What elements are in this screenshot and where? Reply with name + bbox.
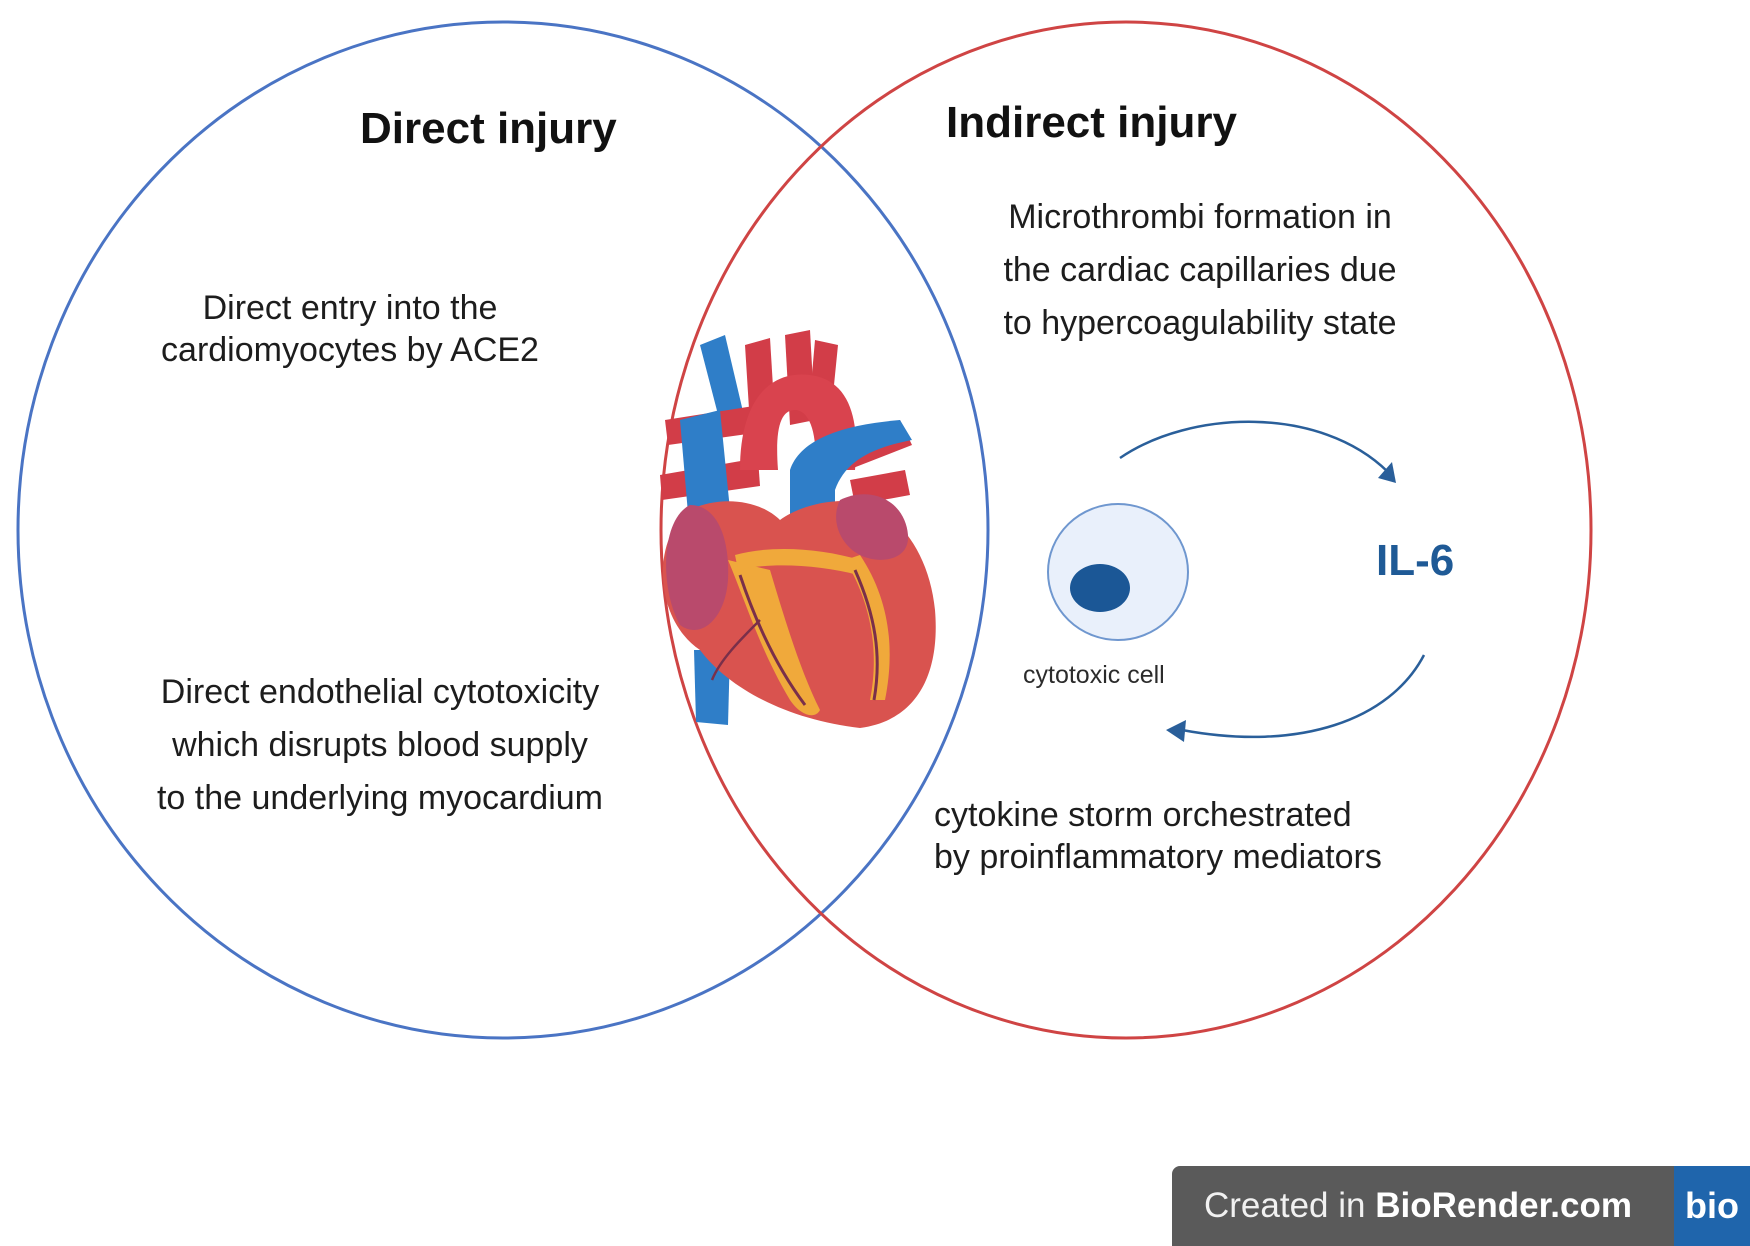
- biorender-badge[interactable]: Created in BioRender.com bio: [1172, 1166, 1750, 1246]
- direct-injury-circle: [16, 20, 990, 1040]
- biorender-badge-text: Created in BioRender.com: [1172, 1186, 1674, 1226]
- microthrombi-line: Microthrombi formation in: [1008, 198, 1392, 236]
- cycle-arrow-top: [1119, 420, 1389, 473]
- indirect-injury-circle: [659, 20, 1593, 1040]
- endothelial-line: Direct endothelial cytotoxicity: [160, 673, 600, 711]
- ace2-entry-text: Direct entry into the cardiomyocytes by …: [145, 287, 555, 371]
- endothelial-line: to the underlying myocardium: [156, 779, 603, 817]
- cytokine-line: cytokine storm orchestrated: [934, 796, 1352, 834]
- microthrombi-line: the cardiac capillaries due: [1003, 251, 1397, 289]
- endothelial-cytotoxicity-text: Direct endothelial cytotoxicity which di…: [115, 666, 645, 825]
- indirect-injury-heading: Indirect injury: [946, 98, 1237, 147]
- endothelial-line: which disrupts blood supply: [172, 726, 588, 764]
- cytotoxic-cell-label: cytotoxic cell: [1023, 661, 1165, 689]
- created-in-text: Created in: [1204, 1186, 1376, 1225]
- il6-label: IL-6: [1376, 536, 1455, 585]
- heart-icon: [660, 330, 936, 728]
- biorender-brand: BioRender.com: [1375, 1186, 1632, 1225]
- cytokine-storm-text: cytokine storm orchestrated by proinflam…: [934, 794, 1382, 878]
- ace2-entry-line: Direct entry into the: [202, 289, 498, 327]
- ace2-entry-line: cardiomyocytes by ACE2: [161, 331, 539, 369]
- microthrombi-text: Microthrombi formation in the cardiac ca…: [975, 191, 1425, 350]
- cytotoxic-cell-icon: [1047, 503, 1189, 641]
- direct-injury-heading: Direct injury: [360, 104, 617, 153]
- cycle-arrow-bottom: [1181, 654, 1426, 739]
- microthrombi-line: to hypercoagulability state: [1003, 304, 1397, 342]
- cytokine-line: by proinflammatory mediators: [934, 838, 1382, 876]
- arrowhead-top: [1378, 462, 1396, 483]
- biorender-logo-icon: bio: [1674, 1166, 1750, 1246]
- arrowhead-bottom: [1166, 720, 1186, 742]
